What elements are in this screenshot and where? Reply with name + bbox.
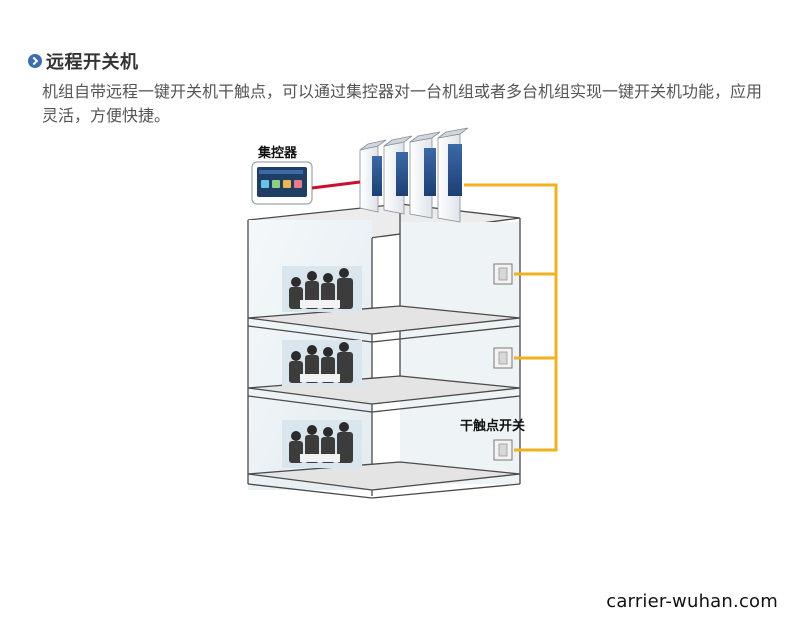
chiller-unit — [383, 135, 413, 215]
section-title: 远程开关机 — [46, 52, 139, 73]
chevron-right-icon — [28, 54, 42, 68]
central-controller — [251, 161, 313, 205]
switch-label: 干触点开关 — [460, 418, 525, 434]
office-scene-3 — [282, 420, 362, 468]
chiller-unit — [437, 127, 469, 223]
office-scene-1 — [282, 266, 362, 312]
controller-label: 集控器 — [257, 145, 298, 161]
dry-contact-switch — [493, 263, 513, 285]
dry-contact-wiring — [464, 183, 558, 452]
chiller-unit-group — [359, 127, 469, 223]
dry-contact-switch — [493, 347, 513, 369]
control-wire — [311, 180, 361, 190]
office-scene-2 — [282, 340, 362, 386]
chiller-unit — [409, 131, 441, 219]
watermark: carrier-wuhan.com — [606, 591, 778, 612]
chiller-unit — [359, 139, 387, 213]
header: 远程开关机 机组自带远程一键开关机干触点，可以通过集控器对一台机组或者多台机组实… — [28, 48, 768, 128]
section-description: 机组自带远程一键开关机干触点，可以通过集控器对一台机组或者多台机组实现一键开关机… — [42, 82, 763, 125]
dry-contact-switch — [493, 439, 513, 461]
title-row: 远程开关机 — [28, 48, 768, 74]
